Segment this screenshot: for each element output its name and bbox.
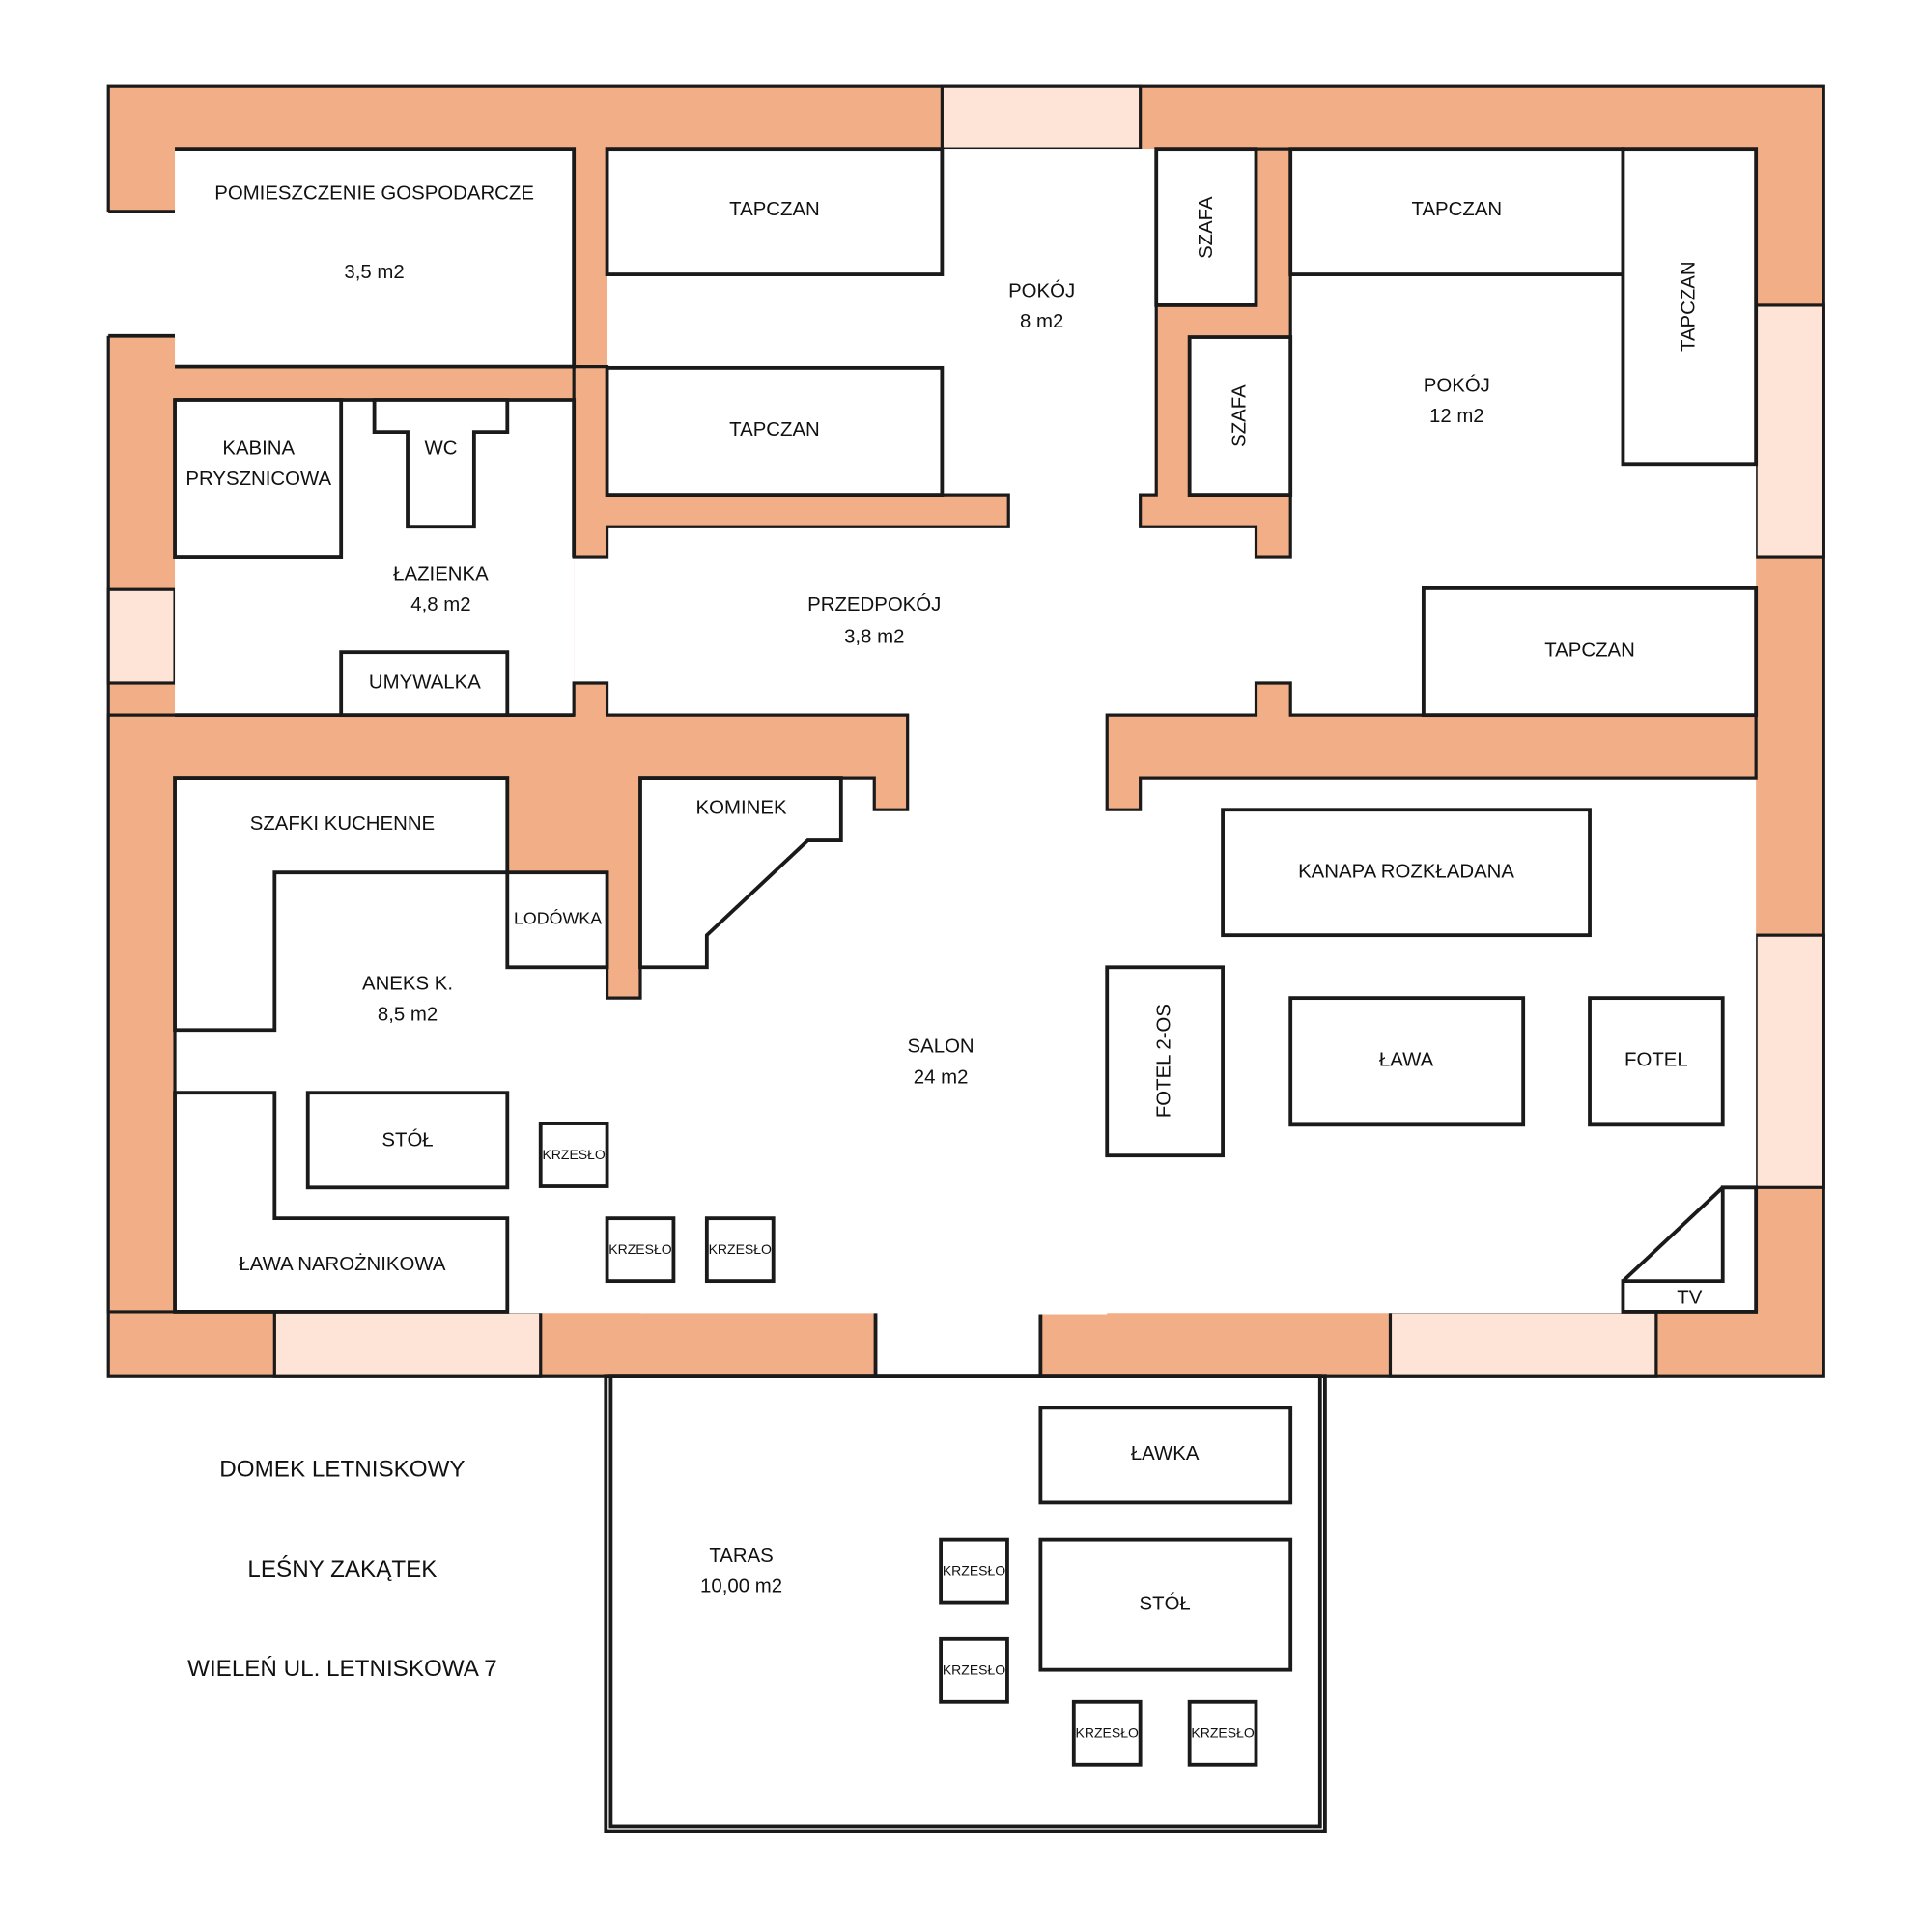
label-fotel: FOTEL <box>1624 1049 1688 1070</box>
tv <box>1621 1185 1759 1314</box>
area-przedpokoj: 3,8 m2 <box>844 626 904 647</box>
lodowka <box>505 870 609 970</box>
tapczan-pokoj8-bottom <box>605 365 945 497</box>
label-lawka: ŁAWKA <box>1131 1443 1200 1464</box>
label-taras: TARAS <box>709 1546 773 1567</box>
area-taras: 10,00 m2 <box>700 1577 782 1598</box>
window-east-1 <box>1754 303 1825 559</box>
window-north <box>940 84 1143 151</box>
fotel <box>1588 996 1725 1127</box>
label-gospodarcze: POMIESZCZENIE GOSPODARCZE <box>214 184 534 205</box>
kominek <box>638 776 843 970</box>
lawa <box>1288 996 1526 1127</box>
lawka <box>1038 1406 1293 1505</box>
label-lawa-naroznikowa: ŁAWA NAROŻNIKOWA <box>239 1253 445 1275</box>
window-west <box>106 587 177 685</box>
krzeslo-2 <box>605 1216 676 1284</box>
kanapa-rozkladana <box>1221 808 1592 938</box>
caption-line-1: DOMEK LETNISKOWY <box>219 1457 465 1483</box>
label-krzeslo: KRZESŁO <box>943 1662 1005 1678</box>
label-umywalka: UMYWALKA <box>369 671 481 693</box>
szafa-1 <box>1154 147 1258 307</box>
label-tapczan: TAPCZAN <box>729 419 820 440</box>
label-szafa: SZAFA <box>1196 196 1217 259</box>
area-pokoj8: 8 m2 <box>1020 311 1063 332</box>
label-krzeslo: KRZESŁO <box>709 1241 772 1257</box>
szafki-kuchenne <box>173 776 510 1033</box>
label-przedpokoj: PRZEDPOKÓJ <box>807 593 941 615</box>
label-lazienka: ŁAZIENKA <box>393 563 489 584</box>
label-krzeslo: KRZESŁO <box>542 1147 605 1162</box>
label-pokoj12: POKÓJ <box>1424 374 1490 396</box>
tapczan-pokoj12-vertical <box>1621 147 1759 467</box>
szafa-2 <box>1187 335 1293 497</box>
label-tapczan: TAPCZAN <box>1544 639 1635 661</box>
lawa-naroznikowa <box>173 1091 510 1314</box>
label-lodowka: LODÓWKA <box>514 907 602 927</box>
caption-line-3: WIELEŃ UL. LETNISKOWA 7 <box>187 1656 497 1682</box>
krzeslo-5 <box>939 1636 1009 1704</box>
label-kabina-2: PRYSZNICOWA <box>185 469 331 490</box>
fotel-2-os <box>1105 965 1225 1158</box>
label-tapczan: TAPCZAN <box>1679 261 1700 352</box>
label-stol: STÓŁ <box>381 1128 433 1151</box>
label-kominek: KOMINEK <box>696 797 787 818</box>
tapczan-pokoj12-bottom <box>1421 586 1759 718</box>
label-kanapa: KANAPA ROZKŁADANA <box>1298 862 1514 883</box>
krzeslo-7 <box>1187 1699 1258 1767</box>
area-salon: 24 m2 <box>914 1066 969 1088</box>
label-fotel-2-os: FOTEL 2-OS <box>1154 1004 1175 1118</box>
window-east-2 <box>1754 933 1825 1189</box>
area-aneks: 8,5 m2 <box>378 1004 438 1025</box>
krzeslo-1 <box>538 1122 609 1188</box>
tapczan-pokoj8-top <box>605 147 945 276</box>
label-szafki: SZAFKI KUCHENNE <box>250 813 435 835</box>
krzeslo-4 <box>939 1537 1009 1605</box>
label-salon: SALON <box>908 1036 975 1057</box>
label-tapczan: TAPCZAN <box>1412 199 1503 220</box>
kabina-prysznicowa <box>173 398 344 559</box>
label-stol-taras: STÓŁ <box>1140 1593 1191 1615</box>
caption-line-2: LEŚNY ZAKĄTEK <box>247 1555 437 1582</box>
stol-taras <box>1038 1537 1293 1672</box>
label-krzeslo: KRZESŁO <box>1076 1725 1139 1741</box>
label-krzeslo: KRZESŁO <box>1191 1725 1254 1741</box>
tapczan-pokoj12-top <box>1288 147 1625 276</box>
label-wc: WC <box>424 438 457 459</box>
label-aneks: ANEKS K. <box>362 974 453 995</box>
label-pokoj8: POKÓJ <box>1008 279 1075 301</box>
area-gospodarcze: 3,5 m2 <box>344 262 404 283</box>
label-tv: TV <box>1677 1287 1702 1308</box>
label-tapczan: TAPCZAN <box>729 199 820 220</box>
label-szafa: SZAFA <box>1229 384 1250 447</box>
label-krzeslo: KRZESŁO <box>943 1562 1005 1577</box>
stol-aneks <box>305 1091 510 1190</box>
window-south-1 <box>272 1310 543 1378</box>
wc <box>372 398 510 529</box>
umywalka <box>339 650 510 718</box>
room-gospodarcze <box>175 149 575 367</box>
window-south-2 <box>1388 1310 1658 1378</box>
krzeslo-6 <box>1071 1699 1143 1767</box>
label-krzeslo: KRZESŁO <box>608 1241 671 1257</box>
room-przedpokoj <box>574 526 1291 716</box>
krzeslo-3 <box>704 1216 776 1284</box>
label-lawa: ŁAWA <box>1379 1049 1434 1070</box>
area-lazienka: 4,8 m2 <box>410 594 470 615</box>
label-kabina-1: KABINA <box>222 438 295 459</box>
area-pokoj12: 12 m2 <box>1429 406 1484 427</box>
